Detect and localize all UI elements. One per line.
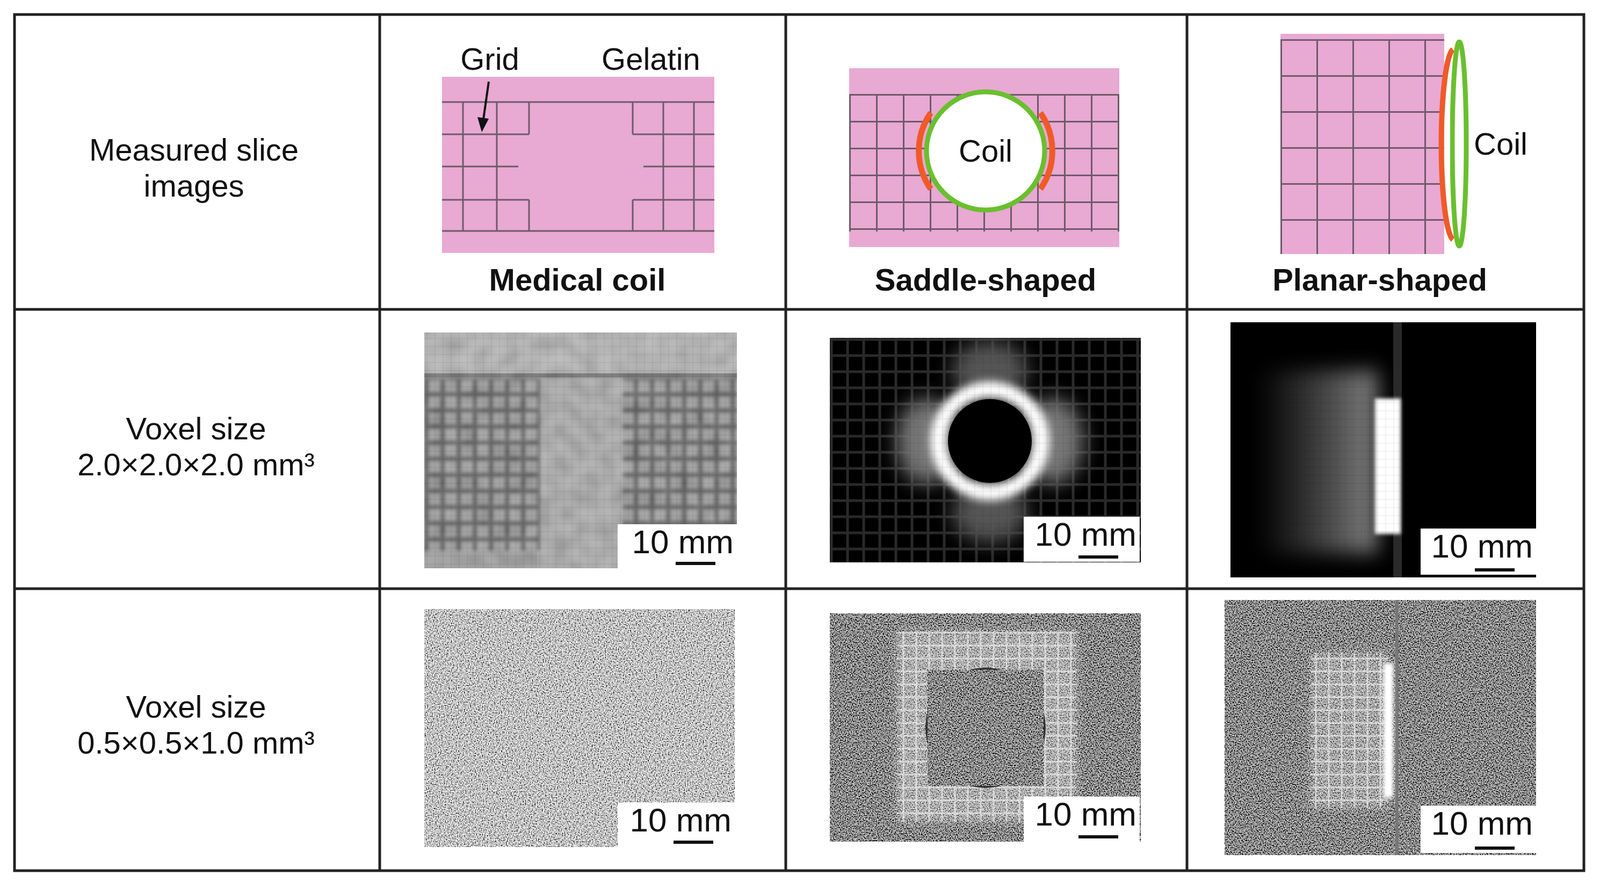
column-line <box>784 14 788 871</box>
table-grid <box>14 14 1584 871</box>
row-header-box: Measured slice images <box>48 132 339 204</box>
row-line <box>14 587 1584 591</box>
scale-bar <box>1474 568 1515 572</box>
coil-ellipse-shape <box>1452 41 1467 246</box>
row-header: Voxel size 2.0×2.0×2.0 mm³ <box>77 410 315 482</box>
scale-bar-label: 10 mm <box>632 525 734 559</box>
table-border <box>14 14 1584 871</box>
row-line <box>14 308 1584 311</box>
coil-ellipse: Coil <box>1450 39 1545 249</box>
mri-image-planar-2mm <box>1230 322 1537 578</box>
scale-bar-box: 10 mm <box>1023 796 1140 842</box>
scale-bar-box: 10 mm <box>1420 528 1537 575</box>
gelatin-block <box>849 68 1120 248</box>
column-header-box: Medical coil <box>389 262 766 299</box>
mri-image-saddle-2mm <box>829 337 1141 563</box>
part-label: Grid <box>460 41 520 77</box>
row-header-box: Voxel size 2.0×2.0×2.0 mm³ <box>61 410 331 483</box>
scale-bar <box>673 840 714 844</box>
scale-bar-box: 10 mm <box>617 802 735 847</box>
scale-bar <box>1078 835 1119 839</box>
row-header-box: Voxel size 0.5×0.5×1.0 mm³ <box>61 689 331 761</box>
scale-bar-label: 10 mm <box>630 803 732 837</box>
coil-circle: Coil <box>923 89 1048 213</box>
scale-bar-box: 10 mm <box>1023 516 1140 562</box>
saddle-phantom-sketch <box>849 68 1120 248</box>
part-label: Gelatin <box>601 41 701 77</box>
grid-lines <box>1280 39 1445 255</box>
column-header: Saddle-shaped <box>874 262 1097 298</box>
coil-circle-shape <box>926 91 1045 211</box>
coil-label: Coil <box>958 133 1013 169</box>
grid-lines <box>442 102 715 231</box>
scale-bar-label: 10 mm <box>1034 517 1137 552</box>
row-header: Voxel size 0.5×0.5×1.0 mm³ <box>77 689 315 760</box>
part-label-box: Gelatin <box>570 41 732 78</box>
column-header-box: Saddle-shaped <box>792 262 1179 299</box>
column-line <box>378 14 382 871</box>
medical-phantom-sketch <box>442 76 715 253</box>
mri-image-saddle-05mm <box>829 613 1141 842</box>
row-header: Measured slice images <box>89 132 299 204</box>
planar-phantom-sketch <box>1280 33 1453 255</box>
mri-image-planar-05mm <box>1224 599 1537 856</box>
column-header: Planar-shaped <box>1272 262 1488 298</box>
coil-label: Coil <box>1473 126 1528 162</box>
mri-image-medical-2mm <box>424 332 737 569</box>
column-line <box>1185 14 1189 871</box>
scale-bar-box: 10 mm <box>1420 805 1537 853</box>
grid-pointer-arrow <box>477 81 489 133</box>
gelatin-block <box>442 76 715 253</box>
mri-image-medical-05mm <box>424 609 735 847</box>
scale-bar <box>675 561 716 566</box>
scale-bar <box>1078 555 1119 559</box>
scale-bar-label: 10 mm <box>1431 806 1533 841</box>
gelatin-block <box>1280 33 1445 255</box>
scale-bar-label: 10 mm <box>1431 529 1533 563</box>
part-label-box: Grid <box>436 41 544 78</box>
scale-bar-label: 10 mm <box>1034 797 1137 831</box>
scale-bar-box: 10 mm <box>617 524 737 569</box>
scale-bar <box>1474 846 1515 850</box>
column-header: Medical coil <box>489 262 666 298</box>
column-header-box: Planar-shaped <box>1191 262 1568 299</box>
